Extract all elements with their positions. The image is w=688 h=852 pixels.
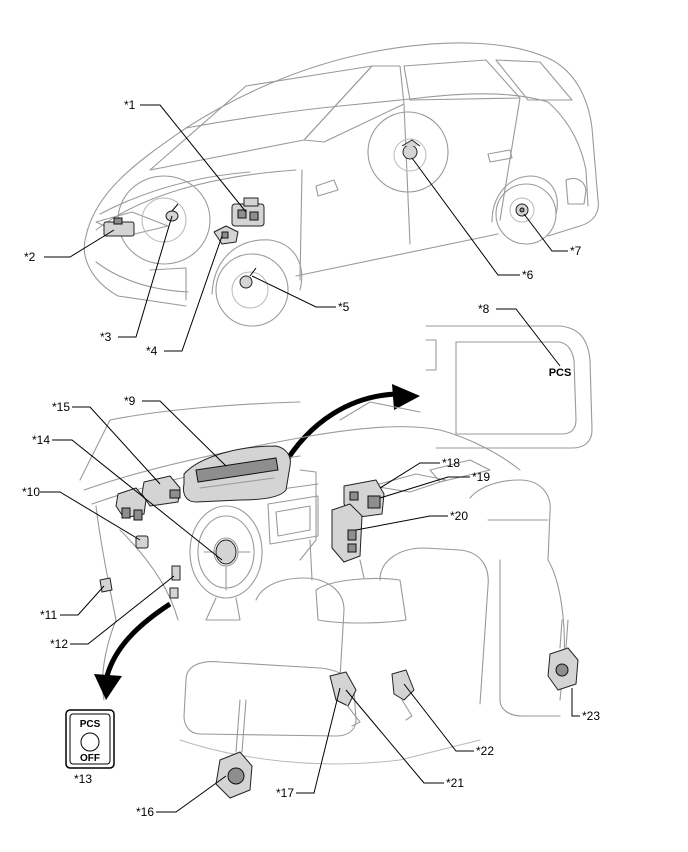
callout-20: *20 xyxy=(450,509,468,523)
small-connector-part xyxy=(99,577,113,593)
meter-pcs-indicator: PCS xyxy=(549,367,572,379)
skid-control-ecu-part xyxy=(231,197,265,227)
callout-16: *16 xyxy=(136,805,154,819)
callout-1: *1 xyxy=(124,98,136,112)
callout-17: *17 xyxy=(276,786,294,800)
gateway-ecu-part xyxy=(331,503,363,563)
callout-5: *5 xyxy=(338,300,350,314)
callout-2: *2 xyxy=(24,250,36,264)
callout-11: *11 xyxy=(40,608,57,622)
callout-13: *13 xyxy=(74,772,92,786)
callout-19: *19 xyxy=(472,470,490,484)
front-wheel-sensor-part xyxy=(239,267,257,289)
buckle-switch-part xyxy=(329,671,361,727)
callout-3: *3 xyxy=(100,330,112,344)
stop-light-switch-part xyxy=(169,565,181,599)
passenger-seat-belt-retractor-part xyxy=(547,619,579,691)
callout-14: *14 xyxy=(32,433,50,447)
callout-12: *12 xyxy=(50,637,68,651)
interior-components xyxy=(99,445,579,799)
vehicle-exterior-outline xyxy=(83,42,599,327)
rear-speed-sensor-right-part xyxy=(515,203,529,217)
callout-9: *9 xyxy=(124,394,136,408)
off-switch-label: OFF xyxy=(80,753,100,764)
callout-4: *4 xyxy=(146,344,158,358)
driver-seat-belt-retractor-part xyxy=(215,699,253,799)
rear-wheel-sensor-left-part xyxy=(401,139,421,160)
callout-22: *22 xyxy=(476,744,494,758)
front-speed-sensor-part xyxy=(165,203,179,222)
pcs-switch-label: PCS xyxy=(80,719,101,730)
vehicle-interior-outline xyxy=(79,401,565,765)
callout-10: *10 xyxy=(22,485,40,499)
interior-sensor-part xyxy=(135,535,149,549)
spiral-cable-part xyxy=(115,487,147,521)
exterior-components xyxy=(103,139,529,289)
combination-meter-part xyxy=(183,445,291,503)
millimeter-wave-radar-part xyxy=(103,217,135,237)
callout-labels: *1 *2 *3 *4 *5 *6 *7 *8 *9 *10 *11 *12 *… xyxy=(22,98,600,819)
callout-21: *21 xyxy=(446,776,464,790)
leader-lines xyxy=(40,104,580,813)
switch-button-circle xyxy=(80,732,100,752)
brake-actuator-part xyxy=(213,225,239,245)
arrow-to-pcs-switch xyxy=(94,601,172,700)
callout-18: *18 xyxy=(442,456,460,470)
passenger-buckle-part xyxy=(391,669,415,721)
callout-6: *6 xyxy=(522,268,534,282)
callout-7: *7 xyxy=(570,244,582,258)
arrow-to-meter xyxy=(279,384,420,470)
pcs-off-switch: PCS OFF xyxy=(65,709,115,769)
meter-display-inset: PCS xyxy=(425,325,593,449)
driving-support-ecu-part xyxy=(141,475,181,507)
callout-15: *15 xyxy=(52,400,70,414)
callout-8: *8 xyxy=(478,302,490,316)
callout-23: *23 xyxy=(582,709,600,723)
